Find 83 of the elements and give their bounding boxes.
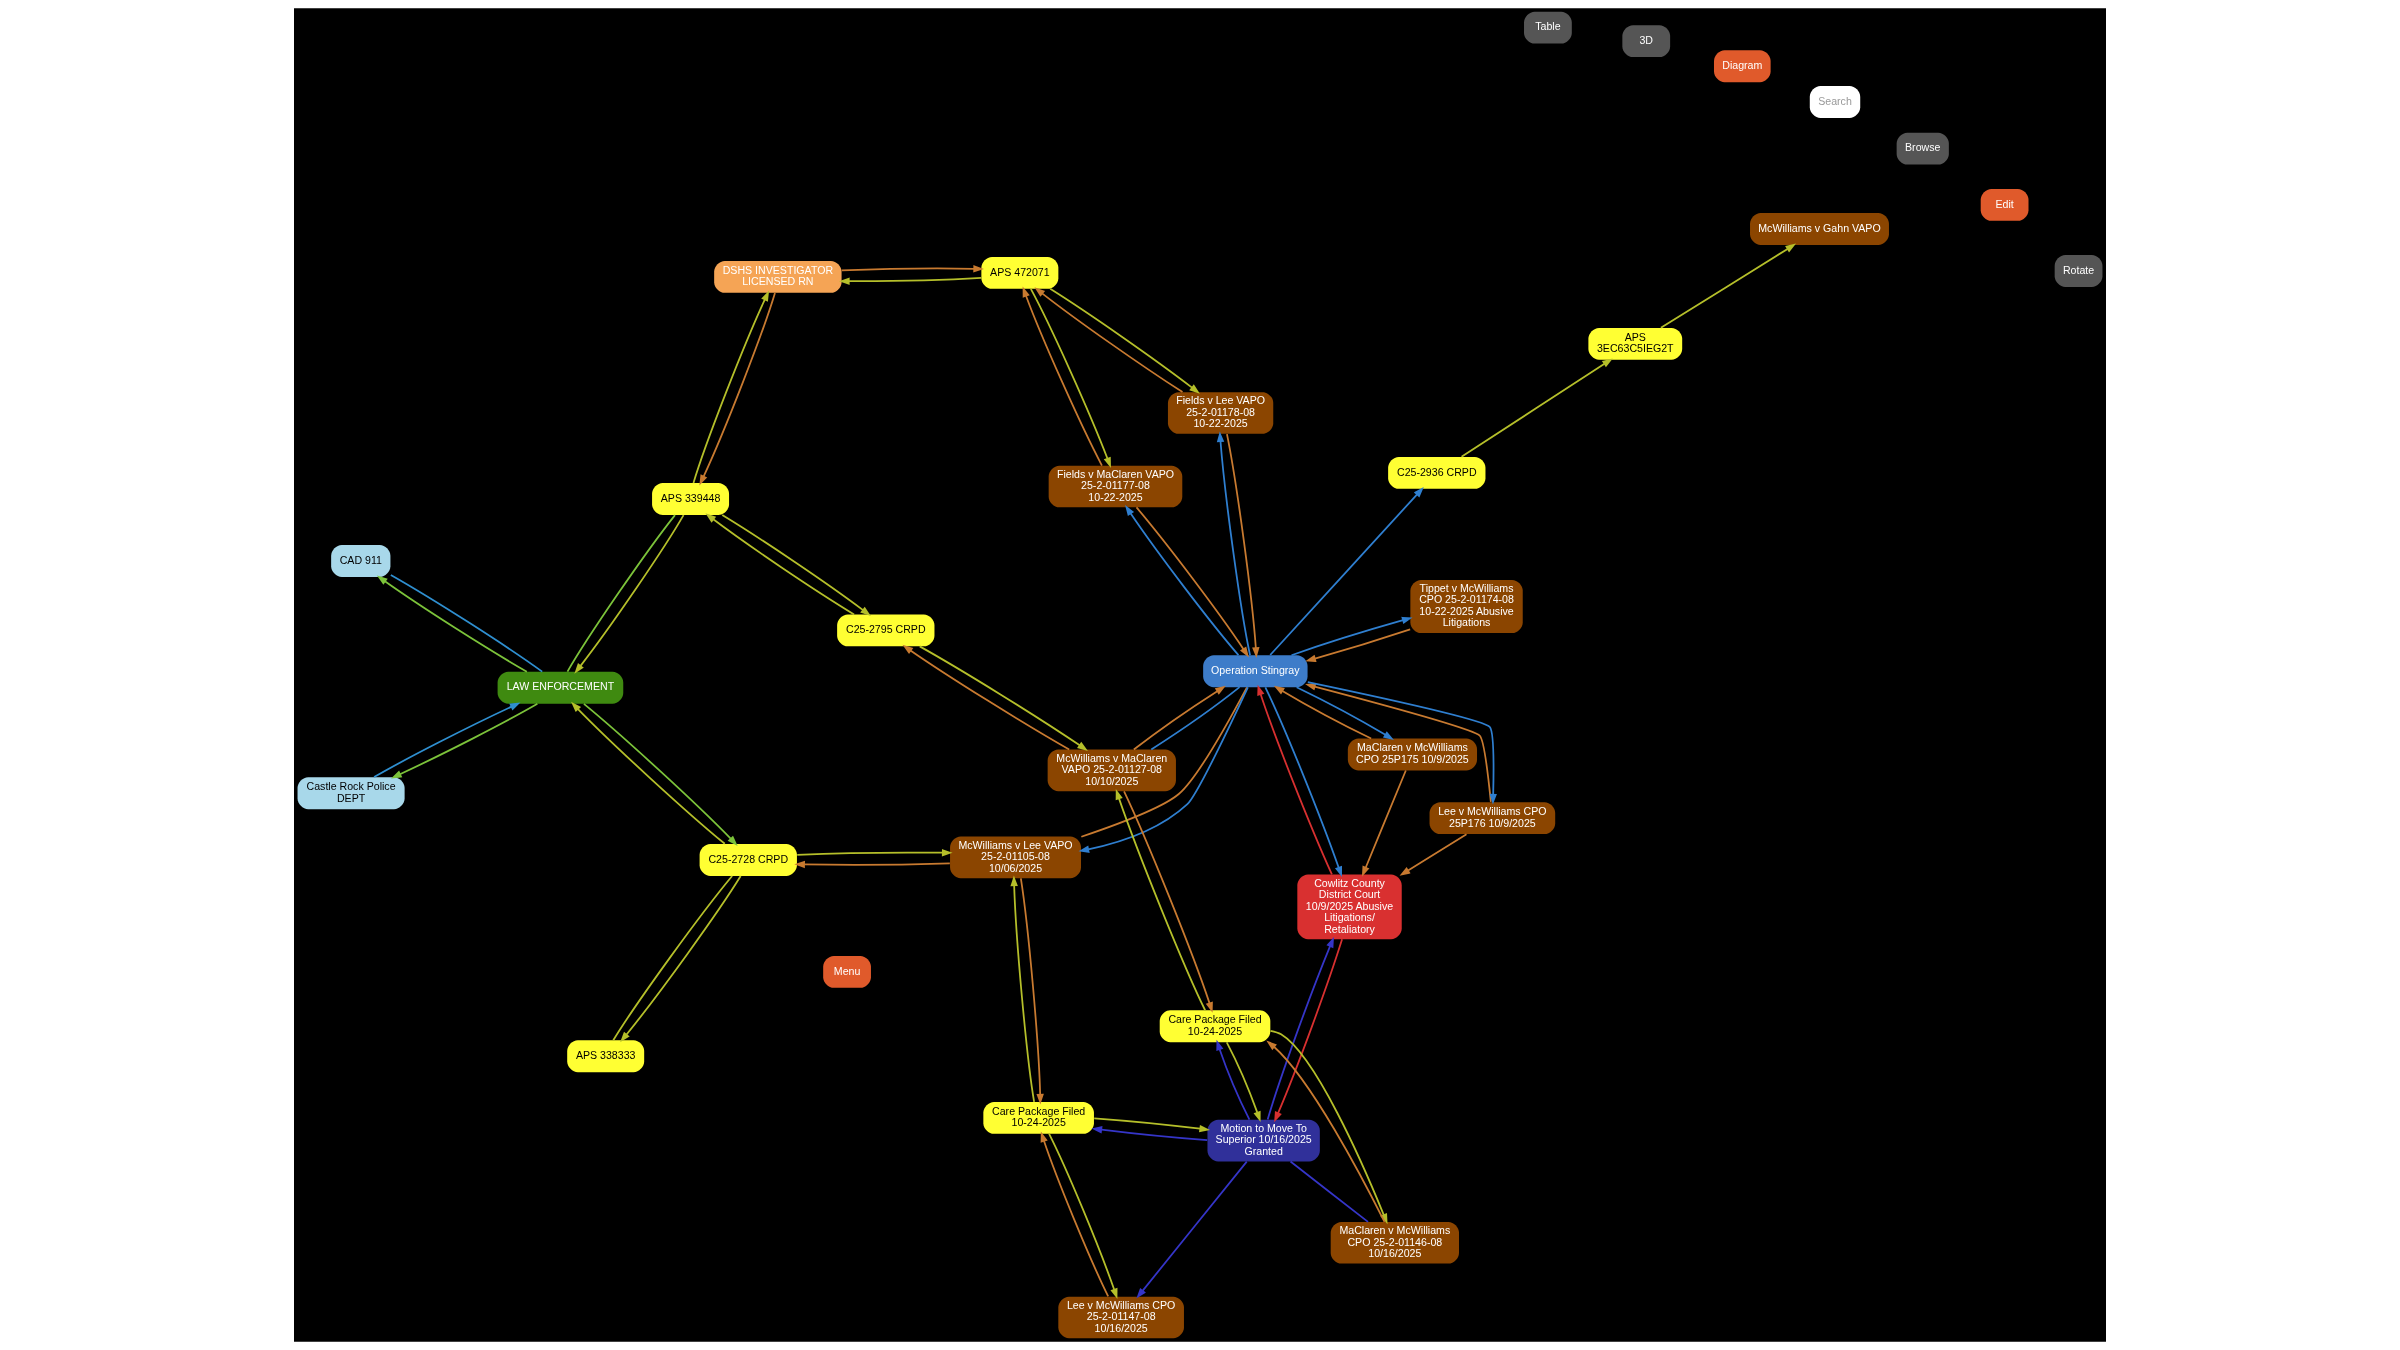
arrow [794,860,951,869]
arrow [1135,506,1249,658]
arrow [1305,628,1411,662]
label: Diagram [1722,58,1763,71]
arrow [1460,358,1613,458]
arrow [1010,875,1035,1103]
arrow [699,292,776,486]
arrow [1274,938,1343,1123]
node-box: Fields v MaClaren VAPO 25-2-01177-08 10-22-2025 [1048,465,1183,508]
arrow [1029,288,1111,468]
arrow [1266,936,1334,1121]
arrow [1660,243,1797,329]
node-box: Operation Stingray [1203,655,1308,688]
label: Rotate [2062,263,2095,276]
node-box: Motion to Move To Superior 10/16/2025 Granted [1207,1119,1320,1162]
node-box: CAD 911 [331,545,391,577]
arrow [692,290,770,484]
arrow [1048,1133,1118,1300]
arrow [1136,1160,1248,1299]
node-box: Cowlitz County District Court 10/9/2025 Abusive Litigations/ Retaliatory [1297,874,1402,940]
node-box: APS 472071 [981,256,1059,289]
arrow [1290,616,1413,657]
node-box: MaClaren v McWilliams CPO 25P175 10/9/2025 [1347,738,1478,771]
arrow [705,513,855,616]
arrow [840,265,984,273]
arrow [918,645,1088,751]
arrow [1125,505,1240,656]
connector [1150,686,1241,751]
arrow [902,644,1071,751]
arrow [1264,686,1342,878]
arrow [583,703,738,846]
node-box: Care Package Filed 10-24-2025 [983,1101,1094,1134]
node-box: Lee v McWilliams CPO 25-2-01147-08 10/16/2025 [1058,1296,1184,1339]
node-box: C25-2728 CRPD [699,844,797,876]
node-box: APS 3EC63C5IEG2T [1588,327,1683,360]
node-box: Care Package Filed 10-24-2025 [1159,1010,1271,1043]
arrow [373,702,521,778]
arrow [1361,769,1407,877]
arrow [1269,487,1424,656]
arrow [1226,433,1260,658]
node-box: Fields v Lee VAPO 25-2-01178-08 10-22-2025 [1167,392,1274,434]
node-box: Tippet v McWilliams CPO 25-2-01174-08 10-22-2025 Abusive Litigations [1410,579,1523,634]
node-box: McWilliams v Lee VAPO 25-2-01105-08 10/06/2025 [950,836,1081,879]
arrow [1257,684,1333,876]
arrow [1022,286,1103,467]
node-box: C25-2795 CRPD [837,614,935,647]
arrow [1040,1131,1110,1298]
arrow [839,277,983,285]
arrow [1049,287,1200,394]
node-box: MaClaren v McWilliams CPO 25-2-01146-08 10/16/2025 [1330,1222,1459,1264]
arrow [1399,833,1468,876]
label: Table [1535,20,1561,33]
label: Browse [1905,141,1941,154]
node-box: Lee v McWilliams CPO 25P176 10/9/2025 [1429,802,1556,835]
arrow [1091,1126,1209,1142]
label: Edit [1995,197,2014,210]
label: 3D [1639,33,1654,46]
arrow [1295,686,1394,740]
node-box: Castle Rock Police DEPT [297,777,405,810]
arrow [391,702,539,779]
arrow [721,514,871,617]
node-box: C25-2936 CRPD [1388,456,1486,489]
arrow [571,701,726,845]
arrow [1273,685,1373,740]
arrow [796,849,953,857]
arrow [1132,685,1226,751]
node-box: DSHS INVESTIGATOR LICENSED RN [714,260,842,293]
connector [1289,1160,1369,1223]
label: Search [1818,94,1852,107]
node-box: McWilliams v Gahn VAPO [1750,213,1889,245]
arrow [1093,1117,1210,1133]
node-box: APS 339448 [652,483,730,515]
arrow [376,575,528,673]
label: Menu [833,964,861,977]
node-box: LAW ENFORCEMENT [497,671,624,704]
connector [389,574,544,673]
node-box: McWilliams v MaClaren VAPO 25-2-01127-08 10/10/2025 [1047,749,1176,792]
node-box: APS 338333 [567,1040,645,1073]
arrow [1216,1039,1251,1121]
arrow [1225,1041,1261,1123]
arrow [1216,431,1251,656]
arrow [1019,877,1044,1105]
arrow [1034,287,1184,393]
